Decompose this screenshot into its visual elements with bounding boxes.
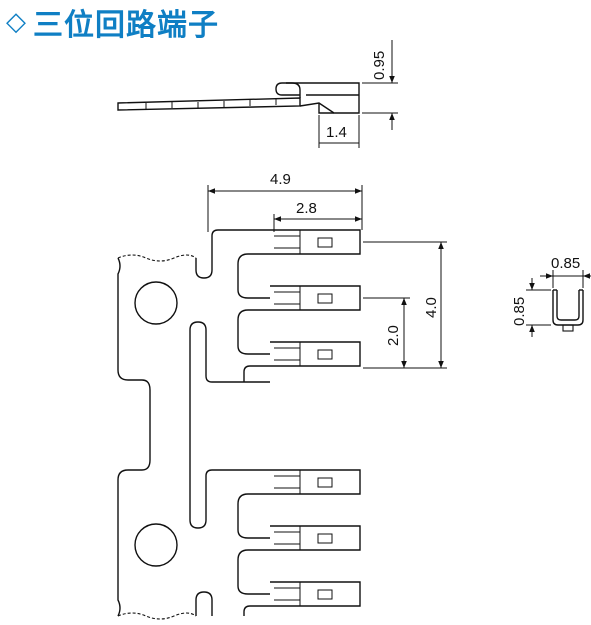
diamond-outline-icon: ◇ [6, 7, 27, 37]
dim-0.95: 0.95 [371, 51, 388, 80]
dim-1.4: 1.4 [326, 124, 347, 141]
title-text: 三位回路端子 [33, 8, 219, 43]
side-view [117, 82, 360, 114]
dim-4.0: 4.0 [423, 297, 440, 318]
dim-2.8: 2.8 [296, 200, 317, 217]
terminal-group-upper [237, 229, 361, 382]
pilot-hole-lower [134, 523, 178, 567]
page-title: ◇ 三位回路端子 [6, 2, 219, 43]
top-view-dimensions [207, 185, 447, 369]
dim-4.9: 4.9 [270, 171, 291, 188]
dim-end-width: 0.85 [551, 255, 580, 272]
top-view [117, 229, 361, 620]
terminal-group-lower [237, 469, 361, 616]
dim-2.0: 2.0 [385, 325, 402, 346]
end-view-dimensions [526, 270, 591, 337]
pilot-hole-upper [134, 281, 178, 325]
side-view-dimensions [318, 40, 398, 148]
end-view [552, 289, 584, 332]
dim-end-height: 0.85 [511, 297, 528, 326]
